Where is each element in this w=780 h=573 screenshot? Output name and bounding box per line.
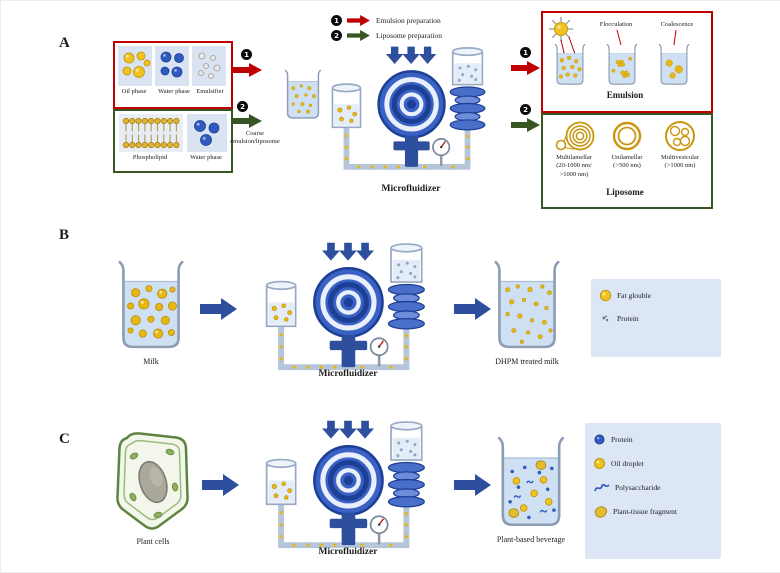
plant-beverage-beaker [493, 435, 569, 531]
multivesicular-icon [665, 121, 695, 151]
red-arrow-icon [347, 15, 371, 26]
unilamellar-size: (>500 nm) [613, 162, 641, 170]
panel-b-label: B [59, 227, 70, 243]
milk-beaker [115, 259, 187, 353]
microfluidizer-label-b: Microfluidizer [318, 369, 378, 379]
panel-c-label: C [59, 431, 70, 447]
polysaccharide-icon [594, 483, 610, 492]
panel-a-label: A [59, 35, 70, 51]
multilamellar-group: Multilamellar (20-1000 nm/ >1000 nm) [549, 118, 599, 179]
liposome-title: Liposome [606, 187, 644, 197]
water-phase-icon [155, 46, 189, 86]
multilamellar-icon [555, 121, 595, 151]
dhpm-milk-beaker [491, 259, 563, 353]
flow-arrow-b-out [453, 297, 493, 321]
microfluidizer-label-c: Microfluidizer [318, 547, 378, 557]
legend-b: Fat glouble Protein [591, 279, 721, 357]
emulsion-beaker [553, 43, 587, 87]
legend-b-protein-row: Protein [599, 312, 713, 325]
microfluidizer-device [319, 45, 509, 185]
green-arrow-icon [347, 30, 371, 41]
flow-arrow-c-out [453, 473, 493, 497]
unilamellar-icon [612, 121, 642, 151]
preparation-legend: 1 Emulsion preparation 2 Liposome prepar… [331, 15, 442, 41]
milk-label: Milk [143, 357, 159, 366]
coalescence-beaker [657, 43, 691, 87]
flow-arrow-c-in [201, 473, 241, 497]
flow-arrow-b-in [199, 297, 239, 321]
legend-b-fat-row: Fat glouble [599, 289, 713, 302]
water-phase2-icon [187, 114, 227, 152]
legend-liposome-label: Liposome preparation [376, 30, 443, 40]
oil-droplet-icon [594, 458, 605, 469]
legend-2-badge: 2 [331, 30, 342, 41]
step-1-badge: 1 [241, 49, 252, 60]
multivesicular-group: Multivesicular (>1000 nm) [655, 118, 705, 171]
legend-c: Protein Oil droplet Polysaccharide Plant… [585, 423, 721, 559]
flocculation-label: Flocculation [599, 21, 633, 28]
microfluidizer-device [253, 419, 449, 564]
legend-c-tissue-label: Plant-tissue fragment [613, 507, 677, 517]
flocculation-beaker [605, 43, 639, 87]
plant-beverage-label: Plant-based beverage [496, 535, 566, 544]
legend-c-oil-label: Oil droplet [611, 458, 644, 468]
coalescence-label: Coalescence [660, 21, 694, 28]
emulsion-result-box: Flocculation Coalescence [541, 11, 713, 113]
to-emulsion-arrow [511, 60, 541, 76]
legend-liposome-row: 2 Liposome preparation [331, 30, 442, 41]
legend-b-fat-label: Fat glouble [617, 290, 651, 300]
output-emulsion-badge: 1 [520, 47, 531, 58]
multilamellar-size: (20-1000 nm/ >1000 nm) [556, 162, 592, 178]
coarse-emulsion-beaker [283, 67, 323, 123]
legend-emulsion-row: 1 Emulsion preparation [331, 15, 442, 26]
liposome-step-arrow [233, 113, 263, 129]
multilamellar-name: Multilamellar [556, 154, 592, 161]
to-liposome-arrow [511, 117, 541, 133]
step-2-badge: 2 [237, 101, 248, 112]
output-liposome-badge: 2 [520, 104, 531, 115]
liposome-ingredients-box: Phospholipid Water phase [113, 109, 233, 173]
legend-c-tissue-row: Plant-tissue fragment [593, 505, 713, 519]
legend-c-polysaccharide-row: Polysaccharide [593, 481, 713, 494]
unilamellar-group: Unilamellar (>500 nm) [602, 118, 652, 171]
coarse-emulsion-label: Coarse emulsion/liposome [230, 130, 280, 146]
phospholipid-label: Phospholipid [132, 154, 168, 161]
emulsifier-icon [192, 46, 226, 86]
legend-c-protein-row: Protein [593, 433, 713, 446]
legend-b-protein-label: Protein [617, 313, 639, 323]
protein-icon [602, 315, 609, 322]
microfluidizer-label-a: Microfluidizer [381, 184, 441, 194]
oil-phase-icon [118, 46, 152, 86]
liposome-result-box: Multilamellar (20-1000 nm/ >1000 nm) Uni… [541, 113, 713, 209]
phospholipid-bilayer-icon [119, 114, 183, 152]
emulsion-title: Emulsion [606, 90, 644, 100]
legend-1-badge: 1 [331, 15, 342, 26]
microfluidizer-device [253, 241, 449, 386]
emulsion-step-arrow [233, 62, 263, 78]
plant-cell-graphic [116, 432, 189, 530]
multivesicular-size: (>1000 nm) [664, 162, 696, 170]
legend-c-protein-label: Protein [611, 434, 633, 444]
fat-globule-icon [599, 289, 612, 302]
emulsifier-label: Emulsifier [196, 88, 224, 95]
protein-icon [594, 434, 605, 445]
multivesicular-name: Multivesicular [661, 154, 699, 161]
dhpm-milk-label: DHPM treated milk [495, 357, 559, 366]
legend-c-oil-row: Oil droplet [593, 457, 713, 470]
water-phase-label: Water phase [158, 88, 190, 95]
plant-cells-label: Plant cells [136, 537, 170, 546]
plant-tissue-icon [594, 506, 608, 518]
unilamellar-name: Unilamellar [611, 154, 643, 161]
oil-phase-label: Oil phase [121, 88, 147, 95]
emulsified-droplet-icon [548, 16, 574, 41]
legend-c-polysaccharide-label: Polysaccharide [615, 482, 661, 492]
water-phase2-label: Water phase [190, 154, 222, 161]
legend-emulsion-label: Emulsion preparation [376, 15, 441, 25]
emulsion-ingredients-box: Oil phase Water phase Emulsifier [113, 41, 233, 109]
